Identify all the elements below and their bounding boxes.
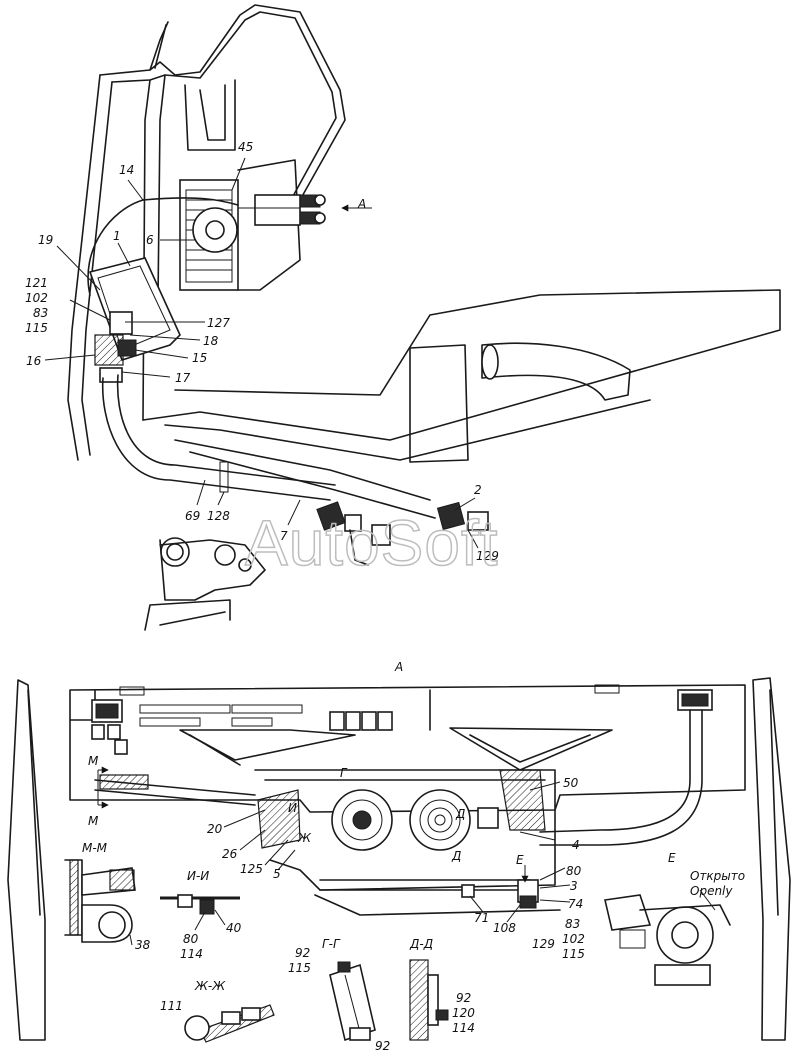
title-d-d: Д-Д (409, 937, 433, 951)
cut-mark-d-bottom: Д (451, 849, 461, 863)
callout-50: 50 (563, 776, 579, 790)
detail-e-open-ru: Открыто (690, 869, 745, 883)
top-callouts: 14 45 19 1 6 121 102 83 115 127 18 16 15… (25, 140, 499, 563)
callout-20: 20 (207, 822, 223, 836)
callout-115-b: 115 (562, 947, 585, 961)
callout-121: 121 (25, 276, 48, 290)
callout-3: 3 (570, 879, 578, 893)
cut-mark-m-bottom: М (88, 814, 99, 828)
callout-92-dd: 92 (456, 991, 471, 1005)
callout-111: 111 (160, 999, 183, 1013)
callout-83: 83 (33, 306, 48, 320)
callout-92-gg-bottom: 92 (375, 1039, 390, 1053)
callout-83-b: 83 (565, 917, 580, 931)
callout-71: 71 (474, 911, 489, 925)
callout-5: 5 (273, 867, 281, 881)
callout-45: 45 (238, 140, 253, 154)
callout-14: 14 (119, 163, 134, 177)
callout-2: 2 (474, 483, 482, 497)
callout-108: 108 (493, 921, 516, 935)
title-e: Е (668, 851, 676, 865)
cut-mark-zh: Ж (297, 831, 312, 845)
callout-129-b: 129 (532, 937, 555, 951)
callout-129: 129 (476, 549, 499, 563)
title-g-g: Г-Г (322, 937, 341, 951)
callout-4: 4 (572, 838, 580, 852)
callout-115-gg: 115 (288, 961, 311, 975)
section-titles: А М-М И-И Г-Г Д-Д Ж-Ж Е (82, 660, 676, 993)
callout-125: 125 (240, 862, 263, 876)
side-view (44, 4, 781, 631)
title-m-m: М-М (82, 841, 108, 855)
callout-17: 17 (175, 371, 191, 385)
title-view-a: А (394, 660, 403, 674)
view-a-panel (7, 677, 791, 1041)
cut-mark-i: И (288, 801, 297, 815)
callout-127: 127 (207, 316, 230, 330)
cut-marks: М М И Ж Д Д Е (88, 754, 524, 867)
callout-g: Г (340, 766, 348, 780)
callout-7: 7 (280, 529, 288, 543)
callout-16: 16 (26, 354, 42, 368)
callout-1: 1 (113, 229, 121, 243)
title-zh-zh: Ж-Ж (194, 979, 226, 993)
callout-15: 15 (192, 351, 207, 365)
cut-mark-m-top: М (88, 754, 99, 768)
cut-mark-e: Е (516, 853, 524, 867)
callout-40: 40 (226, 921, 242, 935)
callout-26: 26 (222, 847, 238, 861)
callout-38: 38 (135, 938, 151, 952)
callout-102-b: 102 (562, 932, 585, 946)
callout-80-right: 80 (566, 864, 582, 878)
bottom-callouts: Г 50 20 26 125 5 4 80 3 74 71 108 129 83… (135, 766, 585, 1053)
callout-114-dd: 114 (452, 1021, 475, 1035)
detail-e-open-en: Openly (690, 884, 733, 898)
callout-114-ii: 114 (180, 947, 203, 961)
callout-102: 102 (25, 291, 48, 305)
cut-mark-d-top: Д (455, 807, 465, 821)
detail-e (604, 889, 731, 986)
callout-92-gg: 92 (295, 946, 310, 960)
section-m-m (64, 859, 136, 946)
callout-69: 69 (185, 509, 200, 523)
view-marker-a: A (357, 197, 366, 211)
section-zh-zh (184, 1004, 275, 1043)
callout-128: 128 (207, 509, 230, 523)
watermark-text: AutoSoft (245, 507, 499, 579)
callout-115: 115 (25, 321, 48, 335)
callout-120: 120 (452, 1006, 475, 1020)
section-d-d (409, 959, 449, 1041)
callout-6: 6 (146, 233, 154, 247)
callout-18: 18 (203, 334, 219, 348)
section-i-i (160, 894, 240, 931)
title-i-i: И-И (187, 869, 209, 883)
section-g-g (329, 961, 376, 1042)
callout-80-ii: 80 (183, 932, 199, 946)
callout-74: 74 (568, 897, 583, 911)
callout-19: 19 (38, 233, 53, 247)
